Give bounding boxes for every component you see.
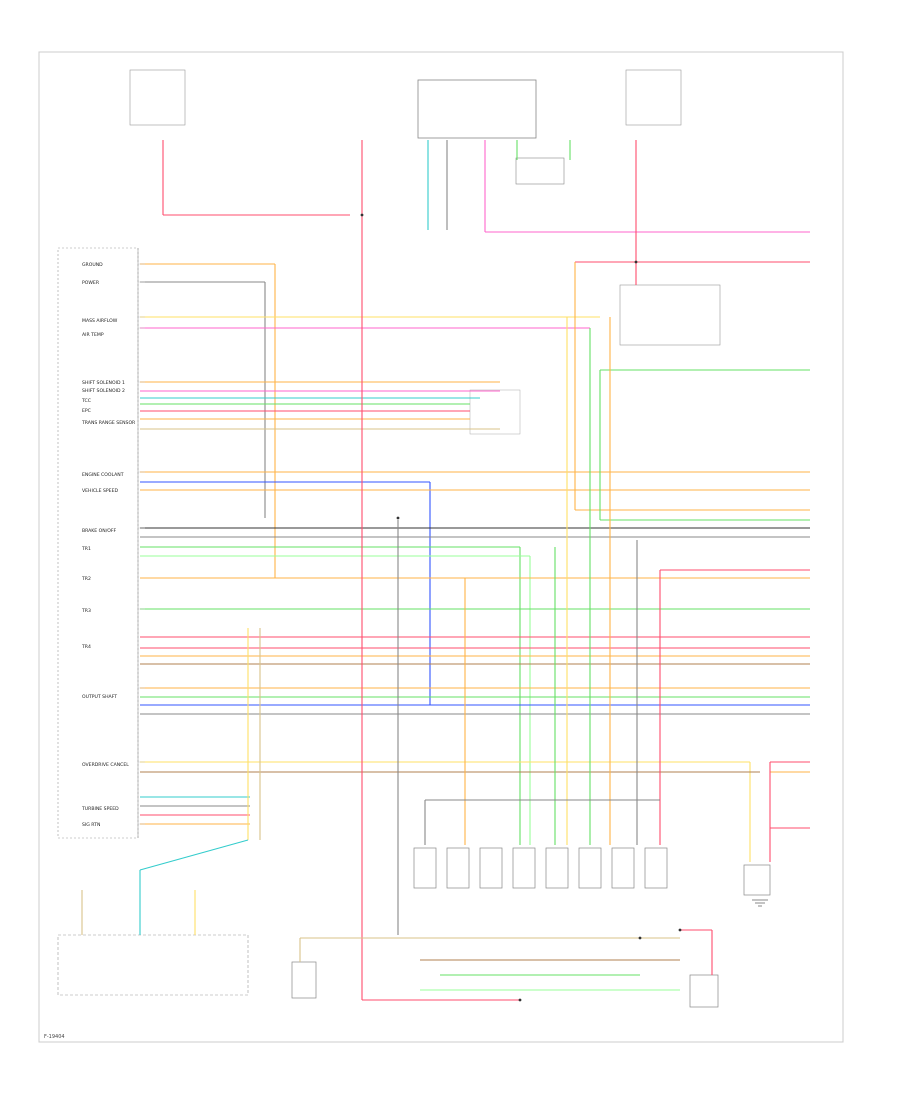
ground-symbol-icon xyxy=(752,899,768,907)
vertical-wires xyxy=(81,140,810,1001)
turbine-sensor-box xyxy=(743,864,771,896)
vss-box xyxy=(689,974,719,1008)
pcm-pin-label: MASS AIRFLOW xyxy=(82,318,118,324)
pcm-pin-label: EPC xyxy=(82,408,91,414)
pcm-pin-label: TR1 xyxy=(81,546,91,552)
pcm-pin-label: AIR TEMP xyxy=(82,332,104,338)
pcm-pin-label: SIG RTN xyxy=(82,822,100,828)
pcm-pin-ticks xyxy=(138,263,145,825)
pcm-pin-label: TRANS RANGE SENSOR xyxy=(81,420,136,426)
pcm-pin-label: OUTPUT SHAFT xyxy=(82,694,117,700)
pcm-connector xyxy=(57,247,139,839)
pcm-wires xyxy=(140,263,810,862)
pcm-pin-label: GROUND xyxy=(82,262,103,268)
splice-dots xyxy=(360,213,682,1002)
trans-range-sensor-box xyxy=(619,284,721,346)
figure-code: F-19404 xyxy=(44,1034,65,1040)
splice-box-right xyxy=(469,389,521,435)
pcm-pin-label: ENGINE COOLANT xyxy=(82,472,124,478)
pcm-pin-label: BRAKE ON/OFF xyxy=(82,528,117,534)
output-speed-sensor-box xyxy=(57,934,249,996)
pcm-pin-labels: GROUND POWER MASS AIRFLOW AIR TEMP SHIFT… xyxy=(81,262,136,828)
fuse-block-top-left xyxy=(129,69,186,126)
pcm-pin-label: SHIFT SOLENOID 2 xyxy=(82,388,125,394)
pcm-pin-label: TR3 xyxy=(81,608,91,614)
pcm-pin-label: TR2 xyxy=(81,576,91,582)
ignition-relay-box xyxy=(417,79,537,139)
brake-switch-box xyxy=(291,961,317,999)
pcm-pin-label: TR4 xyxy=(81,644,91,650)
pcm-pin-label: VEHICLE SPEED xyxy=(82,488,118,494)
diagram-border xyxy=(38,51,844,1043)
solenoid-pack xyxy=(413,847,668,889)
pcm-pin-label: SHIFT SOLENOID 1 xyxy=(82,380,125,386)
pcm-pin-label: POWER xyxy=(82,280,100,286)
pcm-pin-label: OVERDRIVE CANCEL xyxy=(82,762,129,768)
pcm-pin-label: TCC xyxy=(81,398,91,404)
relay-coil-box xyxy=(515,157,565,185)
fuse-block-top-right xyxy=(625,69,682,126)
pcm-pin-label: TURBINE SPEED xyxy=(81,806,119,812)
